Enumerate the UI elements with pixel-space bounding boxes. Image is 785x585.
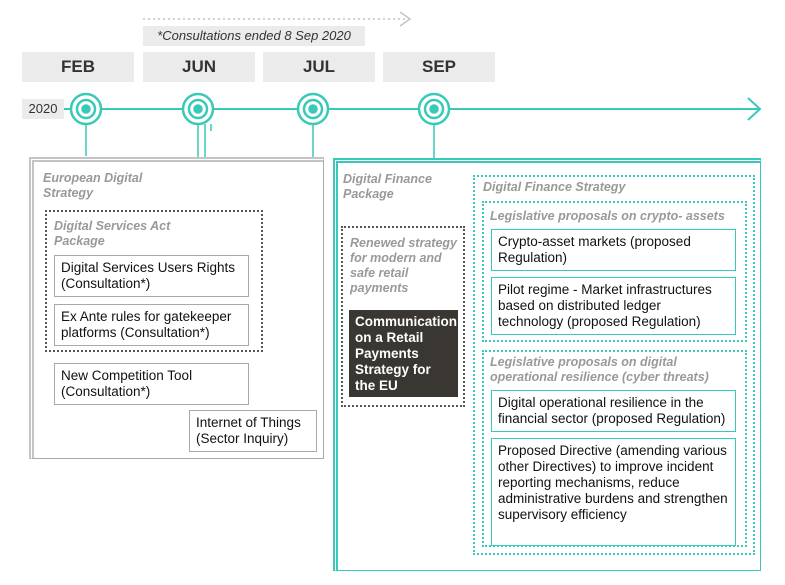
- target-icon-feb: [69, 92, 103, 126]
- month-jun: JUN: [143, 52, 255, 82]
- crypto-proposals-title: Legislative proposals on crypto- assets: [490, 209, 725, 223]
- digital-finance-strategy-title: Digital Finance Strategy: [483, 180, 626, 194]
- resilience-proposals-frame: [482, 350, 747, 547]
- resilience-item-directive: Proposed Directive (amending various oth…: [491, 438, 736, 546]
- resilience-proposals-title: Legislative proposals on digital operati…: [490, 355, 709, 384]
- consultation-span-arrow: [399, 11, 412, 27]
- dsa-package-title: Digital Services Act Package: [54, 219, 171, 248]
- dsa-package-frame: [45, 210, 263, 352]
- crypto-proposals-frame: [482, 201, 747, 342]
- crypto-item-markets: Crypto-asset markets (proposed Regulatio…: [491, 229, 736, 271]
- retail-payments-frame: [341, 226, 465, 407]
- target-icon-jul: [296, 92, 330, 126]
- year-label: 2020: [22, 99, 64, 119]
- retail-payments-communication: Communication on a Retail Payments Strat…: [349, 310, 458, 397]
- digital-finance-package-title: Digital Finance Package: [343, 172, 432, 201]
- crypto-item-pilot-regime: Pilot regime - Market infrastructures ba…: [491, 277, 736, 335]
- consultation-banner: *Consultations ended 8 Sep 2020: [143, 26, 365, 46]
- month-sep: SEP: [383, 52, 495, 82]
- dsa-item-ex-ante: Ex Ante rules for gatekeeper platforms (…: [54, 304, 249, 346]
- timeline-arrowhead: [747, 97, 762, 121]
- month-feb: FEB: [22, 52, 134, 82]
- resilience-item-regulation: Digital operational resilience in the fi…: [491, 390, 736, 432]
- internet-of-things: Internet of Things (Sector Inquiry): [189, 410, 317, 452]
- european-digital-strategy-title: European Digital Strategy: [43, 171, 143, 200]
- target-icon-sep: [417, 92, 451, 126]
- target-icon-jun: [181, 92, 215, 126]
- month-jul: JUL: [263, 52, 375, 82]
- dsa-item-users-rights: Digital Services Users Rights (Consultat…: [54, 255, 249, 297]
- digital-finance-strategy-frame: [473, 175, 755, 555]
- new-competition-tool: New Competition Tool (Consultation*): [54, 363, 249, 405]
- retail-payments-title: Renewed strategy for modern and safe ret…: [350, 236, 457, 295]
